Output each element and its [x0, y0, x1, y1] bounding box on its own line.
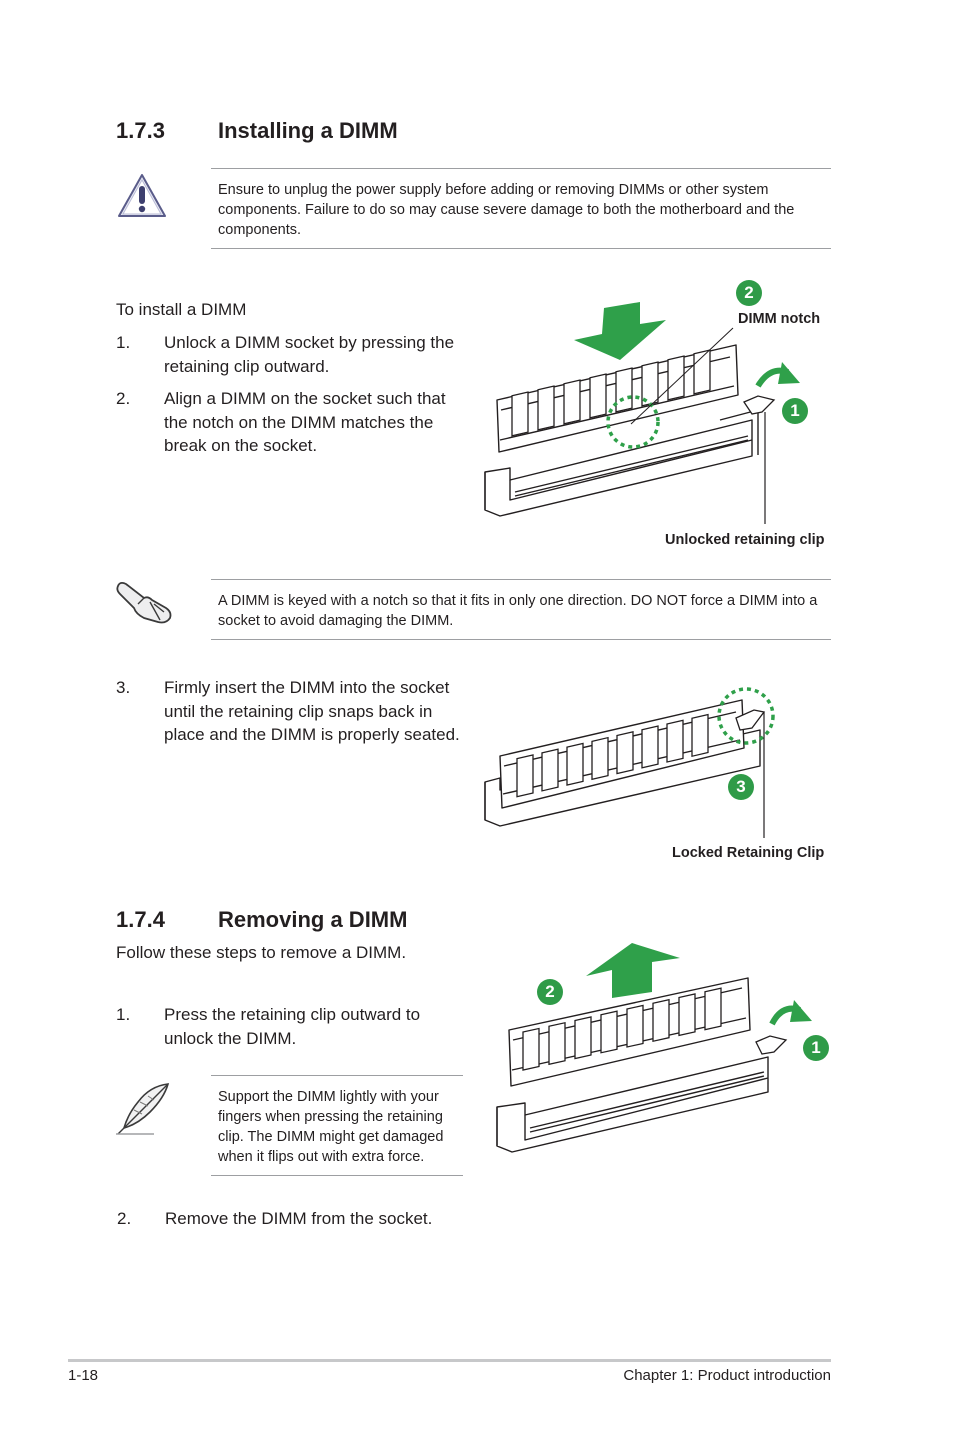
callout-badge-3: 3 [728, 774, 754, 800]
locked-clip-label: Locked Retaining Clip [672, 845, 825, 861]
warning-note-text: Ensure to unplug the power supply before… [218, 182, 795, 238]
callout-badge-1: 1 [803, 1035, 829, 1061]
note-rule-bottom [211, 248, 831, 249]
section-number-173: 1.7.3 [116, 118, 165, 143]
unlocked-clip-label: Unlocked retaining clip [665, 532, 825, 548]
step-text: Firmly insert the DIMM into the socket u… [164, 678, 460, 744]
step-number: 2. [117, 1209, 132, 1228]
section-title-173: Installing a DIMM [218, 118, 398, 143]
dimm-removal-illustration [496, 943, 812, 1153]
section-title-174: Removing a DIMM [218, 907, 408, 932]
step-number: 3. [116, 678, 131, 697]
remove-intro: Follow these steps to remove a DIMM. [116, 943, 407, 962]
dimm-locked-illustration [484, 687, 775, 838]
note-rule-top [211, 1075, 463, 1076]
tip-note-text: Support the DIMM lightly with your finge… [218, 1089, 444, 1165]
section-number-174: 1.7.4 [116, 907, 165, 932]
step-text: Press the retaining clip outward to unlo… [164, 1005, 421, 1048]
caution-note-text: A DIMM is keyed with a notch so that it … [218, 593, 818, 629]
install-intro: To install a DIMM [116, 300, 247, 319]
step-text: Unlock a DIMM socket by pressing the ret… [164, 333, 455, 376]
page-number: 1-18 [68, 1367, 99, 1384]
dimm-unlocked-illustration [484, 302, 800, 524]
note-rule-bottom [211, 639, 831, 640]
step-text: Align a DIMM on the socket such that the… [164, 389, 446, 455]
note-rule-top [211, 168, 831, 169]
memory-chips [511, 349, 711, 437]
callout-badge-1: 1 [782, 398, 808, 424]
step-number: 2. [116, 389, 131, 408]
memory-chips [522, 987, 722, 1071]
hand-pointing-icon [116, 581, 172, 624]
callout-badge-2: 2 [537, 979, 563, 1005]
feather-quill-icon [116, 1083, 170, 1135]
memory-chips [516, 713, 709, 798]
step-number: 1. [116, 1005, 131, 1024]
footer-rule [68, 1359, 831, 1362]
chapter-title: Chapter 1: Product introduction [623, 1367, 831, 1384]
step-number: 1. [116, 333, 131, 352]
step-text: Remove the DIMM from the socket. [165, 1209, 433, 1228]
dimm-notch-label: DIMM notch [738, 311, 821, 327]
callout-badge-2: 2 [736, 280, 762, 306]
note-rule-bottom [211, 1175, 463, 1176]
warning-triangle-icon [118, 174, 166, 217]
note-rule-top [211, 579, 831, 580]
